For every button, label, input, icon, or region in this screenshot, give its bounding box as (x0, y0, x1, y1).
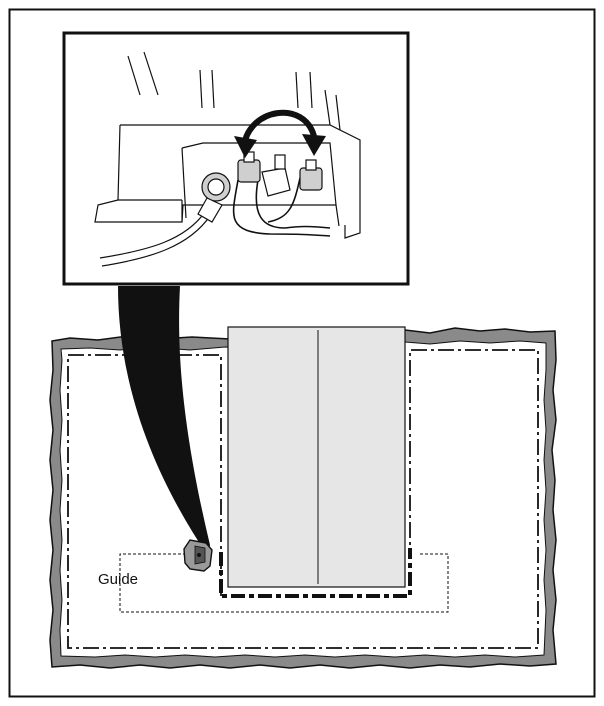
boundary-wires (232, 177, 331, 237)
guide-wire-loop (119, 553, 449, 613)
guide-label: Guide (98, 571, 138, 588)
wire-connector-right (299, 159, 323, 191)
house (227, 326, 406, 588)
wire-along-house (219, 548, 412, 598)
power-cable (99, 211, 211, 267)
lawn-area (49, 326, 557, 669)
callout-beam (118, 286, 210, 556)
robot-mower-icon (183, 539, 213, 572)
boundary-wire (67, 349, 539, 649)
detail-inset (62, 31, 410, 286)
charging-station-drawing (94, 51, 361, 239)
curved-swap-arrows-icon (234, 109, 326, 158)
inset-frame (62, 31, 410, 286)
power-plug (197, 172, 231, 223)
wire-connector-middle (261, 154, 291, 197)
